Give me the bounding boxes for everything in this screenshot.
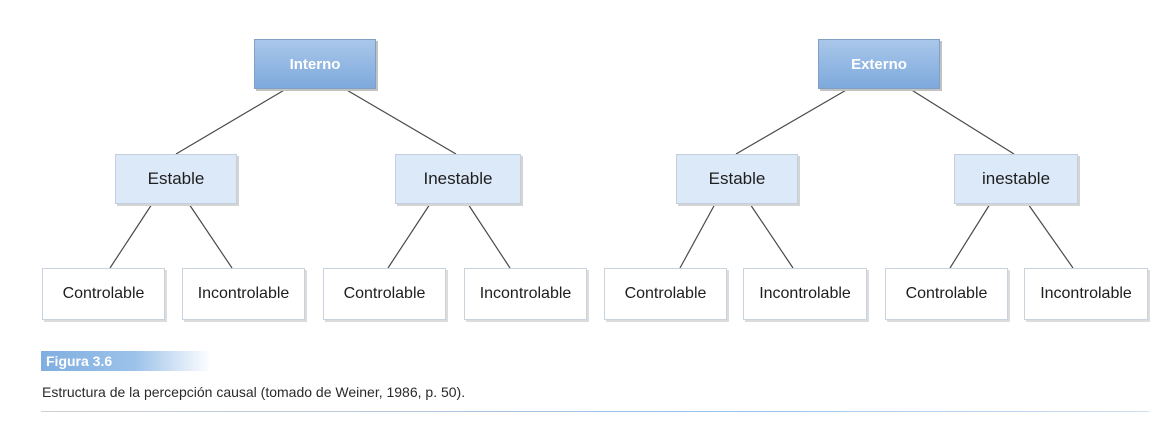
- branch-node-estable: Estable: [115, 154, 237, 204]
- root-node-interno: Interno: [254, 39, 376, 89]
- leaf-node-label: Incontrolable: [197, 285, 290, 302]
- connector-interno-estable: [175, 88, 287, 155]
- leaf-node-incontrolable: Incontrolable: [1024, 268, 1148, 320]
- connector-externo-inestable: [909, 88, 1015, 155]
- connector-inestable-incontrolable: [467, 203, 511, 269]
- leaf-node-label: Controlable: [343, 285, 426, 302]
- figure-label-text: Figura 3.6: [46, 353, 113, 369]
- branch-node-label: Estable: [708, 169, 766, 188]
- leaf-node-controlable: Controlable: [604, 268, 727, 320]
- leaf-node-controlable: Controlable: [885, 268, 1008, 320]
- connector-estable2-controlable: [679, 203, 716, 269]
- figure-label: Figura 3.6: [41, 351, 211, 371]
- leaf-node-controlable: Controlable: [42, 268, 165, 320]
- leaf-node-label: Incontrolable: [759, 285, 851, 302]
- connector-externo-estable: [735, 88, 849, 155]
- caption-divider: [41, 411, 1149, 412]
- connector-estable2-incontrolable: [749, 203, 794, 269]
- branch-node-label: inestable: [981, 169, 1051, 188]
- connector-interno-inestable: [344, 88, 457, 155]
- leaf-node-incontrolable: Incontrolable: [182, 268, 305, 320]
- leaf-node-label: Controlable: [624, 285, 707, 302]
- connector-inestable-controlable: [387, 203, 431, 269]
- connector-estable-incontrolable: [188, 203, 233, 269]
- leaf-node-label: Incontrolable: [479, 285, 572, 302]
- leaf-node-label: Controlable: [62, 285, 145, 302]
- branch-node-label: Estable: [147, 169, 205, 188]
- branch-node-label: Inestable: [423, 169, 493, 188]
- leaf-node-controlable: Controlable: [323, 268, 446, 320]
- branch-node-estable: Estable: [676, 154, 798, 204]
- connector-inestable2-incontrolable: [1027, 203, 1074, 269]
- leaf-node-incontrolable: Incontrolable: [743, 268, 867, 320]
- leaf-node-label: Incontrolable: [1040, 285, 1132, 302]
- root-node-label: Externo: [851, 55, 907, 73]
- branch-node-inestable: Inestable: [395, 154, 521, 204]
- branch-node-inestable: inestable: [954, 154, 1078, 204]
- connector-estable-controlable: [109, 203, 153, 269]
- leaf-node-label: Controlable: [905, 285, 988, 302]
- leaf-node-incontrolable: Incontrolable: [464, 268, 587, 320]
- root-node-externo: Externo: [818, 39, 940, 89]
- connector-inestable2-controlable: [949, 203, 991, 269]
- root-node-label: Interno: [289, 55, 341, 73]
- figure-caption: Estructura de la percepción causal (toma…: [42, 384, 466, 400]
